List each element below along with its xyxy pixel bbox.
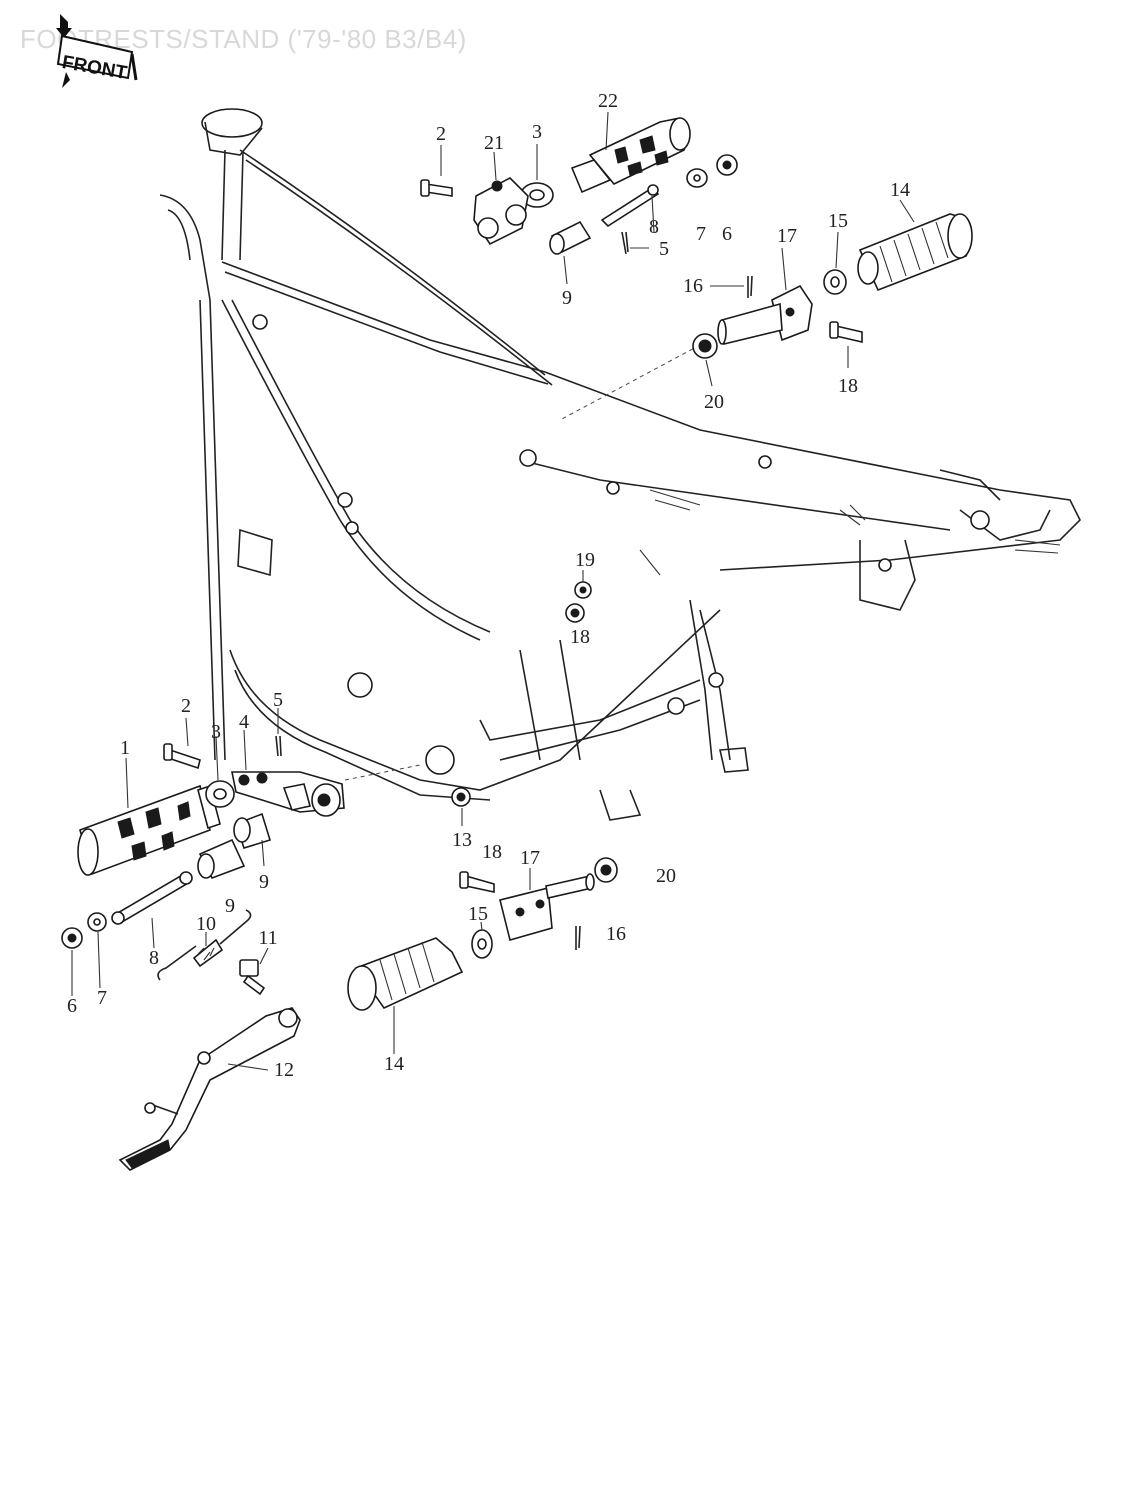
right-footrest-assembly <box>347 857 618 1011</box>
callout-9-lower: 9 <box>259 871 269 893</box>
callout-3-lower: 3 <box>211 721 221 743</box>
rear-footrest-assembly <box>420 117 973 359</box>
callout-8-lower: 8 <box>149 947 159 969</box>
pin-18-upper <box>829 321 863 344</box>
pin-8-lower <box>111 871 193 925</box>
callout-18-upper: 18 <box>838 375 858 397</box>
bracket-17-lower <box>499 873 595 941</box>
callout-7-lower: 7 <box>97 987 107 1009</box>
callout-7-upper: 7 <box>696 223 706 245</box>
callout-18-frame: 18 <box>570 626 590 648</box>
front-footrest-assembly <box>61 735 345 1171</box>
spring-10 <box>157 909 252 981</box>
pin-8-upper <box>600 184 660 228</box>
callout-17-lower: 17 <box>520 847 540 869</box>
bracket-17-upper <box>717 284 813 345</box>
callout-labels: 22 2 21 3 8 7 6 5 9 17 15 14 16 18 20 19… <box>67 90 910 1081</box>
callout-14-lower: 14 <box>384 1053 404 1075</box>
callout-6-lower: 6 <box>67 995 77 1017</box>
callout-8-upper: 8 <box>649 216 659 238</box>
bracket-21 <box>473 177 529 246</box>
washer-7-lower <box>87 912 107 932</box>
bolt-11 <box>239 959 266 996</box>
washer-15-upper <box>823 269 847 295</box>
washer-15-lower <box>471 929 493 959</box>
bracket-4 <box>231 771 345 817</box>
callout-20-lower: 20 <box>656 865 676 887</box>
callout-13: 13 <box>452 829 472 851</box>
nut-6-upper <box>716 154 738 176</box>
footrest-14-lower <box>347 937 464 1011</box>
nut-20-upper <box>692 333 718 359</box>
footrest-rubber-1 <box>77 784 221 876</box>
callout-12: 12 <box>274 1059 294 1081</box>
collar-9-lower <box>233 812 271 849</box>
nut-20-lower <box>594 857 618 883</box>
callout-15-lower: 15 <box>468 903 488 925</box>
callout-16-lower: 16 <box>606 923 626 945</box>
bolt-19 <box>574 581 592 599</box>
callout-9-upper: 9 <box>562 287 572 309</box>
cotter-pin-16-lower <box>575 925 581 950</box>
callout-5-upper: 5 <box>659 238 669 260</box>
callout-15-upper: 15 <box>828 210 848 232</box>
cotter-pin-16-upper <box>747 275 753 298</box>
callout-11: 11 <box>258 927 277 949</box>
pin-2-lower <box>163 743 201 770</box>
cotter-pin-5-lower <box>275 735 282 757</box>
callout-6-upper: 6 <box>722 223 732 245</box>
leader-lines <box>71 111 915 1071</box>
callout-2-upper: 2 <box>436 123 446 145</box>
collar-9-lower-b <box>197 838 246 880</box>
callout-20-upper: 20 <box>704 391 724 413</box>
callout-22: 22 <box>598 90 618 112</box>
cotter-pin-5-upper <box>621 231 629 255</box>
callout-10: 10 <box>196 913 216 935</box>
collar-9-upper <box>549 220 592 255</box>
callout-9-spring: 9 <box>225 895 235 917</box>
footrest-rubber-22 <box>570 117 691 194</box>
callout-5-lower: 5 <box>273 689 283 711</box>
front-arrow-icon <box>56 14 138 88</box>
callout-21: 21 <box>484 132 504 154</box>
bolt-18-frame <box>565 603 585 623</box>
nut-6-lower <box>61 927 83 949</box>
frame <box>159 108 1081 821</box>
washer-7-upper <box>686 168 708 188</box>
callout-17-upper: 17 <box>777 225 797 247</box>
callout-16-upper: 16 <box>683 275 703 297</box>
callout-19: 19 <box>575 549 595 571</box>
callout-2-lower: 2 <box>181 695 191 717</box>
callout-4: 4 <box>239 711 249 733</box>
side-stand-12 <box>118 1007 301 1171</box>
bolt-13 <box>451 787 471 807</box>
pin-2-upper <box>420 179 453 197</box>
washer-3-lower <box>205 780 235 808</box>
callout-14-upper: 14 <box>890 179 910 201</box>
callout-18-lower: 18 <box>482 841 502 863</box>
callout-3-upper: 3 <box>532 121 542 143</box>
washer-3-upper <box>520 182 554 208</box>
callout-1: 1 <box>120 737 130 759</box>
pin-18-lower <box>459 871 495 893</box>
front-badge: FRONT <box>56 14 138 90</box>
footrest-14-upper <box>857 213 973 292</box>
